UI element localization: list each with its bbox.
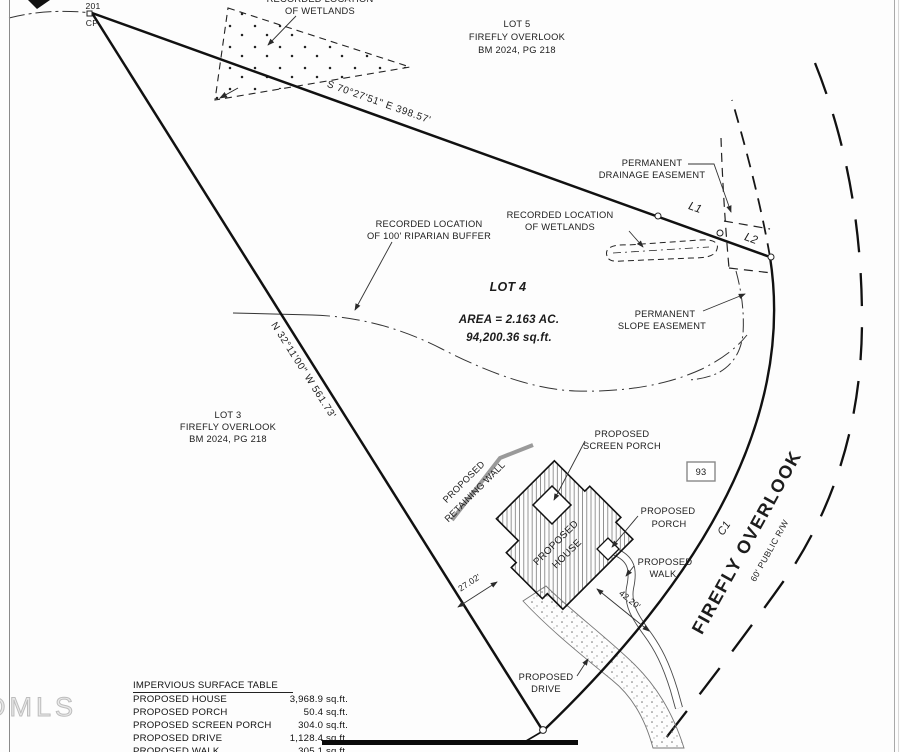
curve-label-c1: C1 <box>715 519 733 538</box>
l1-label: L1 <box>687 200 704 216</box>
riparian-label-1: RECORDED LOCATION <box>376 219 483 229</box>
table-row: PROPOSED PORCH 50.4 sq.ft. <box>133 707 348 720</box>
drive-label-2: DRIVE <box>531 684 561 694</box>
riparian-leader <box>354 241 393 311</box>
row-line-dashed-north <box>731 99 771 258</box>
riparian-buffer-line <box>232 312 748 392</box>
slope-easement-label-1: PERMANENT <box>635 309 696 319</box>
wetlands-top-label-1: RECORDED LOCATION <box>267 0 374 4</box>
address-number: 93 <box>696 467 707 477</box>
row-value: 3,968.9 sq.ft. <box>289 694 348 705</box>
dimension-lines <box>457 581 650 632</box>
row-name: PROPOSED DRIVE <box>133 732 223 744</box>
setback-west-dim-text: 27.02' <box>456 572 482 594</box>
table-row: PROPOSED HOUSE 3,968.9 sq.ft. <box>133 694 348 707</box>
page-edge-right-outer <box>898 0 899 752</box>
page-edge-right <box>894 0 895 752</box>
screen-porch-label-1: PROPOSED <box>595 429 650 439</box>
wetlands-mid-leader <box>628 230 644 248</box>
page-edge-left <box>9 0 10 752</box>
impervious-surface-table: IMPERVIOUS SURFACE TABLE PROPOSED HOUSE … <box>133 680 348 752</box>
control-point-symbol <box>86 10 93 17</box>
west-boundary-bearing: N 32°11'00" W 561.73' <box>268 320 338 421</box>
setback-road-dim <box>596 588 650 632</box>
row-value: 305.1 sq.ft. <box>298 745 348 752</box>
table-row: PROPOSED SCREEN PORCH 304.0 sq.ft. <box>133 720 348 733</box>
lot4-area-sqft: 94,200.36 sq.ft. <box>466 332 552 344</box>
offsite-row-curve <box>8 10 93 19</box>
watermark: DMLS <box>0 692 78 723</box>
wetlands-top-leader <box>267 15 297 46</box>
wetlands-flow-arrow <box>219 87 239 99</box>
control-point-number: 201 <box>85 1 100 11</box>
lot5-subdivision: FIREFLY OVERLOOK <box>469 32 566 42</box>
table-row: PROPOSED DRIVE 1,128.4 sq.ft. <box>133 733 348 746</box>
row-value: 50.4 sq.ft. <box>303 706 348 718</box>
road-centerline-dashed <box>654 62 864 752</box>
viewport-cutoff-bar <box>322 740 578 745</box>
slope-easement-line <box>687 270 744 381</box>
proposed-house-footprint <box>495 459 635 611</box>
drainage-easement <box>720 137 773 274</box>
control-point-label: CP <box>86 18 98 28</box>
lot3-name: LOT 3 <box>215 410 242 420</box>
porch-leader <box>611 515 639 548</box>
leader-lines <box>267 15 746 677</box>
drainage-easement-label-2: DRAINAGE EASEMENT <box>599 170 706 180</box>
l2-label: L2 <box>743 231 760 247</box>
road-frontage-curve <box>542 256 776 732</box>
wetlands-area-middle <box>606 239 718 262</box>
lot3-plat: BM 2024, PG 218 <box>189 434 267 444</box>
wetlands-mid-label-2: OF WETLANDS <box>525 222 595 232</box>
lot5-name: LOT 5 <box>504 19 531 29</box>
slope-easement-label-2: SLOPE EASEMENT <box>618 321 706 331</box>
impervious-table-title: IMPERVIOUS SURFACE TABLE <box>133 680 293 693</box>
lot4-name: LOT 4 <box>490 280 527 294</box>
wetlands-mid-label-1: RECORDED LOCATION <box>507 210 614 220</box>
lot5-plat: BM 2024, PG 218 <box>478 45 556 55</box>
row-name: PROPOSED WALK <box>133 745 220 752</box>
row-name: PROPOSED SCREEN PORCH <box>133 719 272 731</box>
survey-point-markers <box>539 212 775 734</box>
walk-leader <box>625 565 635 577</box>
porch-label-1: PROPOSED <box>641 506 696 516</box>
drainage-easement-label-1: PERMANENT <box>622 158 683 168</box>
north-arrow-fragment <box>28 0 50 9</box>
address-number-box <box>686 461 716 482</box>
wetlands-top-label-2: OF WETLANDS <box>285 6 355 16</box>
row-name: PROPOSED PORCH <box>133 706 228 718</box>
drainage-leader <box>688 163 732 213</box>
row-value: 304.0 sq.ft. <box>298 719 348 731</box>
porch-label-2: PORCH <box>652 519 687 529</box>
west-boundary-line <box>90 12 545 732</box>
table-row: PROPOSED WALK 305.1 sq.ft. <box>133 746 348 752</box>
lot3-subdivision: FIREFLY OVERLOOK <box>180 422 277 432</box>
row-value: 1,128.4 sq.ft. <box>289 732 348 744</box>
drive-leader <box>576 658 589 677</box>
row-name: PROPOSED HOUSE <box>133 694 227 705</box>
screen-porch-leader <box>553 440 586 501</box>
riparian-label-2: OF 100' RIPARIAN BUFFER <box>367 231 491 241</box>
lot4-area-ac: AREA = 2.163 AC. <box>458 314 560 326</box>
screen-porch-label-2: SCREEN PORCH <box>583 441 661 451</box>
wetlands-area-top <box>214 7 411 101</box>
drive-label-1: PROPOSED <box>519 672 574 682</box>
retaining-wall <box>450 443 534 522</box>
proposed-screen-porch-footprint <box>531 484 573 526</box>
walk-label-1: PROPOSED <box>638 557 693 567</box>
slope-leader <box>702 293 746 312</box>
proposed-drive-area <box>522 585 685 749</box>
walk-label-2: WALK <box>649 569 677 579</box>
setback-west-dim <box>457 581 498 608</box>
